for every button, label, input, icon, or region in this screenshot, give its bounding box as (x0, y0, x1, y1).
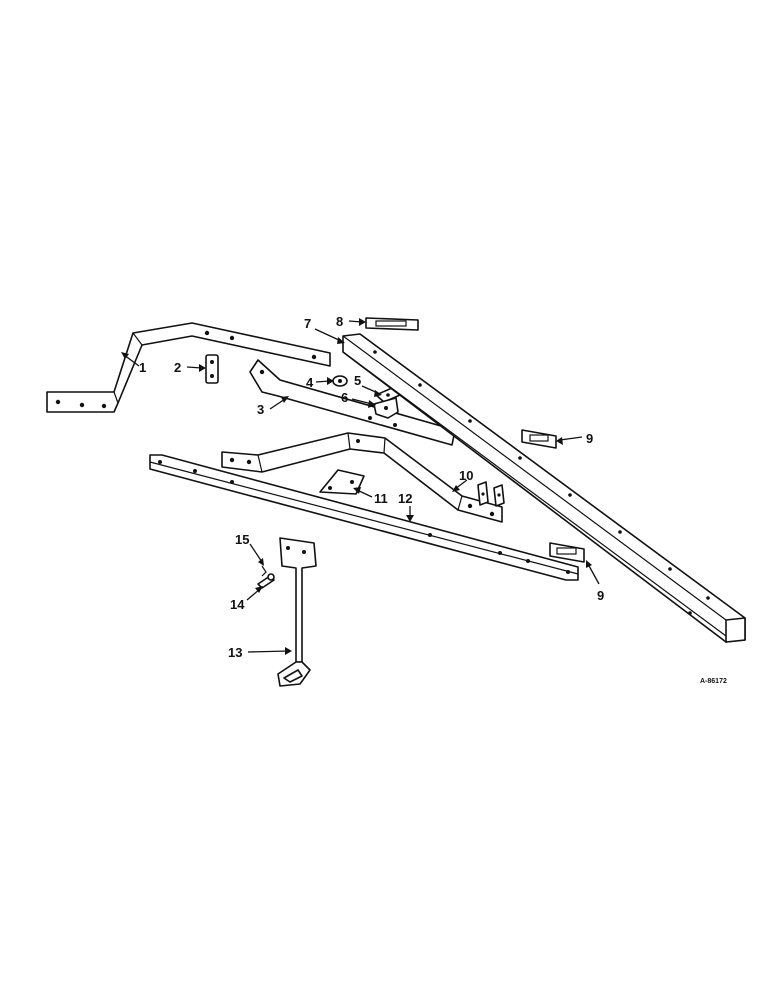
callout-2: 2 (174, 360, 181, 375)
callout-1: 1 (139, 360, 146, 375)
leader-lines (121, 318, 600, 655)
callout-12: 12 (398, 491, 412, 506)
callout-6: 6 (341, 390, 348, 405)
part-1-bent-bar (46, 322, 331, 413)
clip-pair (477, 481, 505, 507)
callout-9-lower: 9 (597, 588, 604, 603)
callout-5: 5 (354, 373, 361, 388)
part-14-pin (257, 573, 275, 589)
reference-code: A-86172 (700, 678, 727, 685)
part-13-stand (277, 537, 317, 687)
callout-11: 11 (374, 491, 388, 506)
callout-4: 4 (306, 375, 314, 390)
callout-15: 15 (235, 532, 249, 547)
callout-9-upper: 9 (586, 431, 593, 446)
part-2-strap (205, 354, 219, 384)
part-3-brace (249, 359, 456, 446)
part-15-clip (261, 565, 267, 577)
callout-8: 8 (336, 314, 343, 329)
part-10-offset-bar (221, 432, 503, 523)
part-9-clip-plate-lower (549, 542, 585, 563)
part-7-square-tube (342, 333, 746, 643)
part-9-clip-plate-upper (521, 429, 557, 449)
callout-7: 7 (304, 316, 311, 331)
part-4-nut (332, 375, 348, 387)
callout-10: 10 (459, 468, 473, 483)
callout-3: 3 (257, 402, 264, 417)
part-6-bracket (373, 397, 399, 419)
callout-14: 14 (230, 597, 245, 612)
part-8-plate (365, 317, 419, 331)
callout-13: 13 (228, 645, 242, 660)
part-12-flat-bar (149, 454, 579, 581)
